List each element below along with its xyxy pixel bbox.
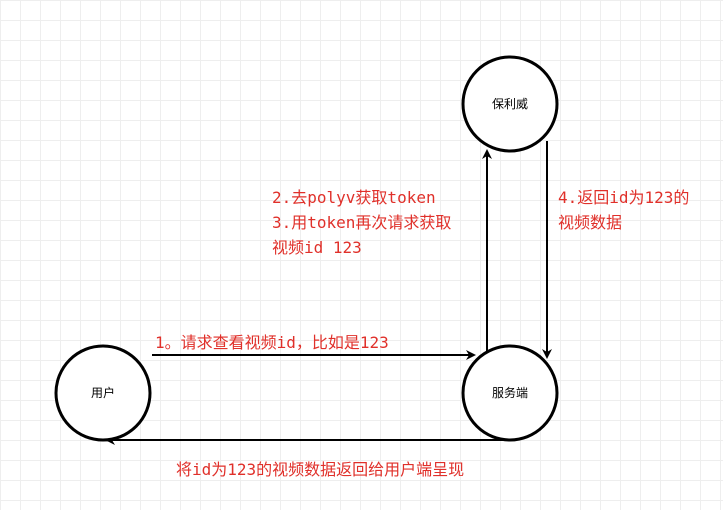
node-user-label: 用户 (91, 385, 115, 400)
node-polyv: 保利威 (461, 55, 559, 153)
node-polyv-circle (461, 55, 559, 153)
edge-deliver-label: 将id为123的视频数据返回给用户端呈现 (176, 460, 464, 479)
edge-token-label-line-1: 2.去polyv获取token (272, 188, 436, 207)
node-server-circle (461, 344, 559, 442)
edge-request-label: 1。请求查看视频id，比如是123 (155, 333, 389, 352)
node-polyv-label: 保利威 (492, 97, 528, 111)
node-user-circle (54, 344, 152, 442)
edge-token-label-line-2: 3.用token再次请求获取 (272, 213, 451, 232)
edge-response-label-line-1: 4.返回id为123的 (558, 188, 689, 207)
edge-token-label: 2.去polyv获取token 3.用token再次请求获取 视频id 123 (272, 188, 451, 257)
edge-token-label-line-3: 视频id 123 (272, 238, 362, 257)
edge-response-label: 4.返回id为123的 视频数据 (558, 188, 689, 232)
node-server-label: 服务端 (492, 385, 528, 400)
node-server: 服务端 (461, 344, 559, 442)
node-user: 用户 (54, 344, 152, 442)
edge-response-label-line-2: 视频数据 (558, 213, 622, 232)
